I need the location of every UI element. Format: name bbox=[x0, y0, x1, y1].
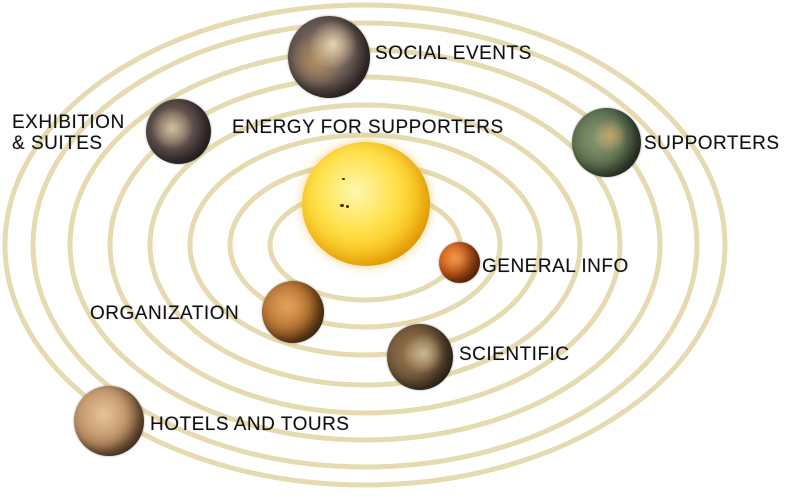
menu-item-hotels-and-tours[interactable]: HOTELS AND TOURS bbox=[150, 414, 350, 435]
planet-scientific[interactable] bbox=[387, 324, 453, 390]
orbit-ring bbox=[2, 2, 728, 488]
orbit-ring bbox=[107, 74, 623, 416]
menu-item-exhibition-line2[interactable]: & SUITES bbox=[12, 133, 103, 154]
menu-item-general-info[interactable]: GENERAL INFO bbox=[482, 256, 629, 277]
sunspot bbox=[342, 178, 345, 180]
orbit-ring bbox=[30, 20, 700, 470]
planet-hotels-and-tours[interactable] bbox=[74, 386, 144, 456]
sun-energy-for-supporters[interactable] bbox=[302, 142, 430, 266]
menu-item-exhibition-line1[interactable]: EXHIBITION bbox=[12, 112, 125, 133]
orbit-ring bbox=[187, 132, 543, 358]
orbit-ring bbox=[147, 102, 583, 388]
planet-organization[interactable] bbox=[262, 281, 324, 343]
sun-label[interactable]: ENERGY FOR SUPPORTERS bbox=[232, 117, 504, 138]
sunspot bbox=[340, 204, 344, 207]
planet-social-events[interactable] bbox=[288, 16, 370, 98]
planet-supporters[interactable] bbox=[572, 108, 641, 177]
sunspot bbox=[346, 205, 349, 208]
menu-item-social-events[interactable]: SOCIAL EVENTS bbox=[375, 43, 532, 64]
menu-item-supporters[interactable]: SUPPORTERS bbox=[644, 133, 780, 154]
planet-exhibition-suites[interactable] bbox=[146, 99, 211, 164]
planet-general-info[interactable] bbox=[439, 242, 480, 283]
menu-item-scientific[interactable]: SCIENTIFIC bbox=[459, 344, 570, 365]
menu-item-organization[interactable]: ORGANIZATION bbox=[90, 303, 240, 324]
